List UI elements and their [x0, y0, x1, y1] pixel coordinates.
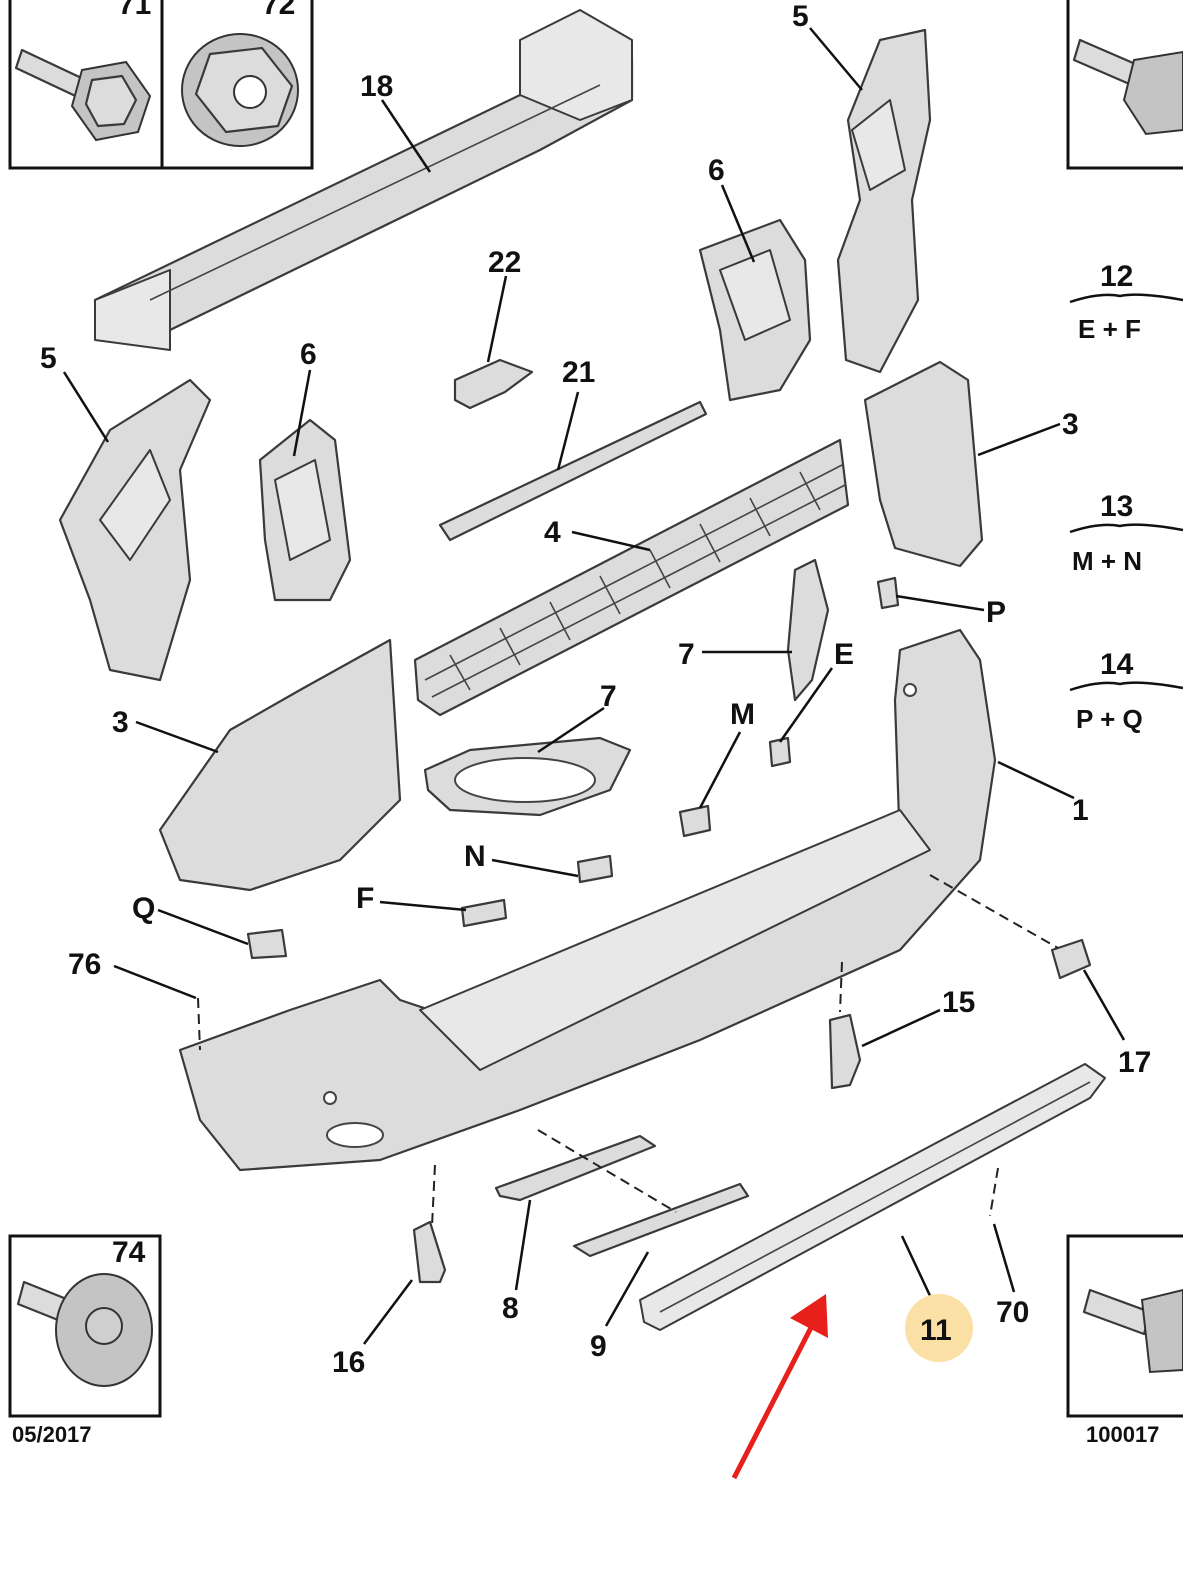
callout-22: 22 [488, 246, 521, 279]
leader-lines [62, 27, 1126, 1345]
callout-7-left: 7 [600, 680, 617, 713]
fastener-box-top-right [1066, 0, 1183, 170]
part-1-bumper-cover [178, 628, 997, 1172]
bolt-bottom-right-icon [1082, 1288, 1183, 1374]
callout-5-right: 5 [792, 0, 809, 33]
nut-72-icon [181, 33, 299, 147]
part-4-grille [413, 438, 850, 717]
callout-5-left: 5 [40, 342, 57, 375]
part-11-sill-protector [639, 1063, 1106, 1331]
group-14-number: 14 [1100, 648, 1134, 681]
callout-16: 16 [332, 1346, 365, 1379]
callout-N: N [464, 840, 486, 873]
part-9-trim [572, 1182, 750, 1258]
callout-labels: 71 72 18 5 6 22 21 4 3 5 6 3 7 7 P E M N… [40, 0, 1151, 1379]
callout-74: 74 [112, 1236, 146, 1269]
callout-7-right: 7 [678, 638, 695, 671]
callout-E: E [834, 638, 854, 671]
callout-18: 18 [360, 70, 393, 103]
callout-15: 15 [942, 986, 975, 1019]
part-15-bracket [828, 1013, 862, 1090]
callout-Q: Q [132, 892, 155, 925]
clip-E [768, 736, 792, 768]
callout-11: 11 [920, 1314, 952, 1347]
part-6-left-bracket [258, 418, 352, 602]
bolt-71-icon [14, 48, 152, 142]
fastener-box-71 [8, 0, 164, 170]
fastener-box-bottom-right [1066, 1234, 1183, 1418]
callout-1: 1 [1072, 794, 1089, 827]
clip-P [876, 576, 900, 610]
callout-17: 17 [1118, 1046, 1151, 1079]
fastener-box-72 [160, 0, 314, 170]
callout-8: 8 [502, 1292, 519, 1325]
group-ref-14: 14 P + Q [1069, 648, 1183, 734]
part-6-right-bracket [698, 218, 812, 402]
callout-6-right: 6 [708, 154, 725, 187]
callout-3-right: 3 [1062, 408, 1079, 441]
part-17-cap [1050, 938, 1092, 980]
part-3-right-panel [863, 360, 984, 568]
part-7-right-bracket [786, 558, 830, 702]
callout-6-left: 6 [300, 338, 317, 371]
group-13-number: 13 [1100, 490, 1133, 523]
group-12-members: E + F [1078, 314, 1141, 344]
red-arrow-icon [731, 1294, 828, 1480]
clip-M [678, 804, 712, 838]
callout-P: P [986, 596, 1006, 629]
group-12-number: 12 [1100, 260, 1133, 293]
clip-F [460, 898, 508, 928]
group-13-members: M + N [1072, 546, 1142, 576]
part-3-left-panel [158, 638, 402, 892]
footer-date: 05/2017 [12, 1422, 92, 1447]
callout-70: 70 [996, 1296, 1029, 1329]
callout-4: 4 [544, 516, 561, 549]
part-5-right-bracket [836, 28, 932, 374]
part-22-clip [453, 358, 534, 410]
callout-21: 21 [562, 356, 595, 389]
highlight-circle [905, 1294, 973, 1362]
part-16-bracket [412, 1220, 447, 1284]
group-ref-13: 13 M + N [1069, 490, 1183, 576]
assembly-lines [197, 874, 1059, 1227]
callout-76: 76 [68, 948, 101, 981]
callout-72: 72 [262, 0, 295, 21]
callout-71: 71 [118, 0, 151, 21]
fastener-box-74 [8, 1234, 162, 1418]
part-8-plate [494, 1134, 657, 1202]
part-21-strip [438, 400, 708, 542]
clip-N [576, 854, 614, 884]
callout-3-left: 3 [112, 706, 129, 739]
footer-ref: 100017 [1086, 1422, 1159, 1447]
part-18-reinforcement-beam [93, 9, 634, 351]
callout-M: M [730, 698, 755, 731]
clip-Q [246, 928, 288, 960]
callout-9: 9 [590, 1330, 607, 1363]
group-ref-12: 12 E + F [1069, 260, 1183, 344]
bolt-74-icon [16, 1273, 153, 1387]
part-5-left-bracket [58, 378, 212, 682]
callout-F: F [356, 882, 374, 915]
grille-mesh [424, 464, 846, 698]
group-14-members: P + Q [1076, 704, 1143, 734]
bolt-top-right-icon [1072, 38, 1183, 136]
part-7-fog-bezel [423, 736, 632, 817]
